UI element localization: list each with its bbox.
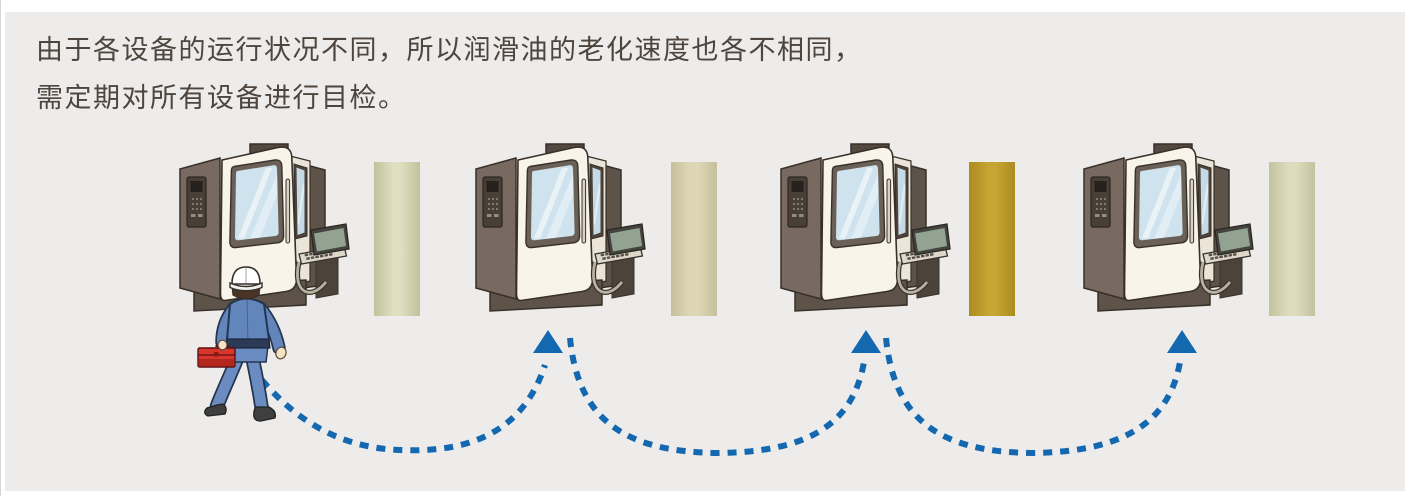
oil-column-1 — [374, 162, 420, 316]
machine-2 — [474, 142, 649, 317]
route-arc-3 — [883, 337, 1183, 456]
toolbox-latch — [214, 352, 219, 357]
worker-shoe-back — [204, 403, 227, 417]
worker-jacket-seam — [246, 297, 249, 344]
caption: 由于各设备的运行状况不同，所以润滑油的老化速度也各不相同， 需定期对所有设备进行… — [36, 26, 936, 122]
oil-column-2 — [671, 162, 717, 316]
machine-3 — [779, 142, 954, 317]
machine-4 — [1082, 142, 1257, 317]
worker-helmet-brim — [229, 281, 263, 292]
route-arrowhead-2 — [851, 330, 881, 353]
worker-hand-left — [217, 339, 228, 351]
route-arrowhead-3 — [1167, 330, 1197, 353]
oil-column-3 — [969, 162, 1015, 316]
worker-belt — [225, 338, 271, 349]
route-arc-2 — [567, 337, 867, 456]
left-edge-line — [0, 0, 1, 496]
oil-column-4 — [1269, 162, 1315, 316]
toolbox-bottom — [199, 359, 234, 366]
worker-hand-right — [275, 346, 287, 360]
inspector-worker — [197, 266, 287, 422]
route-arrowhead-1 — [533, 330, 563, 353]
caption-line-1: 由于各设备的运行状况不同，所以润滑油的老化速度也各不相同， — [36, 35, 863, 65]
worker-shoe-front — [253, 406, 277, 422]
caption-line-2: 需定期对所有设备进行目检。 — [36, 83, 407, 113]
route-arc-1 — [259, 364, 548, 454]
